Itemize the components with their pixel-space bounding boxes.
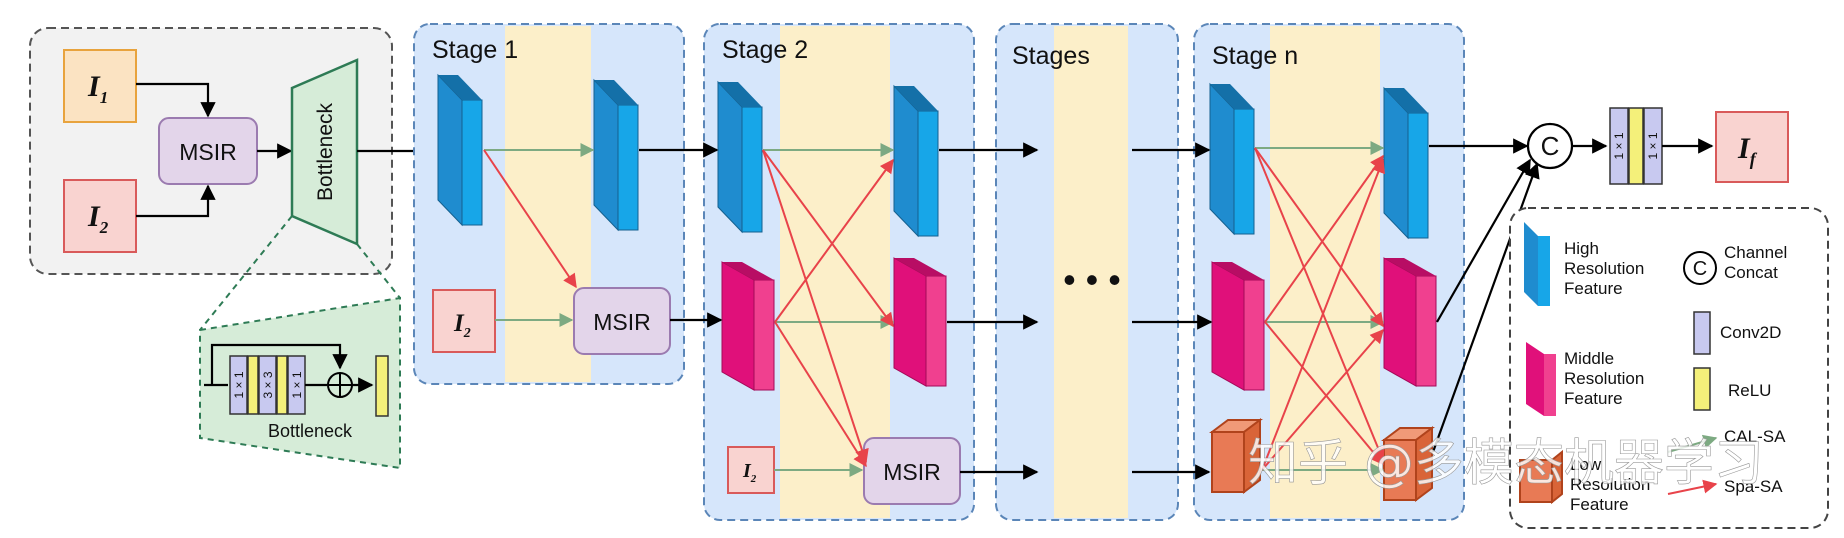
svg-text:Middle: Middle	[1564, 349, 1614, 368]
svg-text:Resolution: Resolution	[1564, 259, 1644, 278]
svg-text:I2: I2	[87, 200, 109, 237]
svg-text:Feature: Feature	[1570, 495, 1629, 514]
svg-text:Spa-SA: Spa-SA	[1724, 477, 1783, 496]
middle-res-feature	[1383, 257, 1437, 387]
svg-text:Low: Low	[1570, 455, 1602, 474]
high-res-feature	[1383, 86, 1429, 240]
msir-block-stage2: MSIR	[863, 437, 961, 505]
svg-text:Channel: Channel	[1724, 243, 1787, 262]
svg-text:I2: I2	[742, 460, 757, 485]
middle-res-feature	[1211, 261, 1265, 391]
svg-text:I1: I1	[87, 70, 108, 107]
middle-res-feature	[721, 261, 775, 391]
svg-text:Stages: Stages	[1012, 42, 1090, 70]
svg-text:Resolution: Resolution	[1564, 369, 1644, 388]
high-res-feature	[593, 78, 639, 232]
svg-text:1 × 1: 1 × 1	[290, 371, 304, 398]
svg-text:ReLU: ReLU	[1728, 381, 1771, 400]
msir-block-input: MSIR	[158, 117, 258, 185]
svg-text:1 × 1: 1 × 1	[1612, 132, 1626, 159]
legend-low-icon	[1519, 449, 1563, 505]
svg-text:MSIR: MSIR	[593, 309, 651, 335]
svg-text:Feature: Feature	[1564, 279, 1623, 298]
output-conv-stack: 1 × 1 1 × 1	[1609, 107, 1663, 185]
watermark: 知乎 @多模态机器学习	[1248, 434, 1764, 492]
legend: High Resolution Feature Middle Resolutio…	[1509, 207, 1829, 529]
low-res-feature	[1209, 418, 1263, 494]
legend-relu-icon	[1693, 367, 1711, 411]
high-res-feature	[437, 73, 483, 227]
svg-text:1 × 1: 1 × 1	[1646, 132, 1660, 159]
low-res-feature	[1381, 426, 1435, 502]
svg-text:Bottleneck: Bottleneck	[314, 102, 337, 201]
svg-text:Feature: Feature	[1564, 389, 1623, 408]
svg-text:1 × 1: 1 × 1	[232, 371, 246, 398]
stage2-input-i2: I2	[727, 446, 775, 494]
svg-text:CAL-SA: CAL-SA	[1724, 427, 1786, 446]
svg-text:• • •: • • •	[1063, 259, 1121, 300]
legend-conv-icon	[1693, 311, 1711, 355]
stage1-input-i2: I2	[432, 289, 496, 353]
high-res-feature	[893, 84, 939, 238]
concat-node: C	[1526, 122, 1574, 170]
svg-text:C: C	[1693, 258, 1707, 280]
svg-text:MSIR: MSIR	[883, 459, 941, 485]
middle-res-feature	[893, 257, 947, 387]
stages-panel: Stages • • •	[995, 23, 1179, 521]
svg-text:Stage 2: Stage 2	[722, 36, 808, 64]
high-res-feature	[1209, 82, 1255, 236]
svg-text:C: C	[1541, 131, 1560, 161]
svg-text:Resolution: Resolution	[1570, 475, 1650, 494]
svg-text:Concat: Concat	[1724, 263, 1778, 282]
bottleneck-block: Bottleneck	[290, 58, 359, 246]
input-group: I1 I2 MSIR Bottleneck	[29, 27, 440, 275]
msir-block-stage1: MSIR	[573, 287, 671, 355]
svg-text:Conv2D: Conv2D	[1720, 323, 1781, 342]
output-if-box: If	[1715, 111, 1789, 183]
svg-text:Stage n: Stage n	[1212, 42, 1298, 70]
bottleneck-detail: 1 × 1 3 × 3 1 × 1 Bottleneck	[199, 215, 401, 470]
stage-2-panel: Stage 2	[703, 23, 975, 521]
svg-text:MSIR: MSIR	[179, 139, 237, 165]
svg-text:3 × 3: 3 × 3	[261, 371, 275, 398]
svg-text:Stage 1: Stage 1	[432, 36, 518, 64]
input-i1-box: I1	[63, 49, 137, 123]
legend-middle-icon	[1526, 342, 1556, 416]
svg-text:If: If	[1737, 132, 1758, 169]
legend-high-icon	[1524, 222, 1550, 306]
high-res-feature	[717, 80, 763, 234]
svg-text:High: High	[1564, 239, 1599, 258]
legend-concat-icon: C	[1683, 251, 1717, 285]
svg-text:I2: I2	[453, 310, 471, 341]
svg-text:Bottleneck: Bottleneck	[268, 421, 353, 441]
input-i2-box: I2	[63, 179, 137, 253]
